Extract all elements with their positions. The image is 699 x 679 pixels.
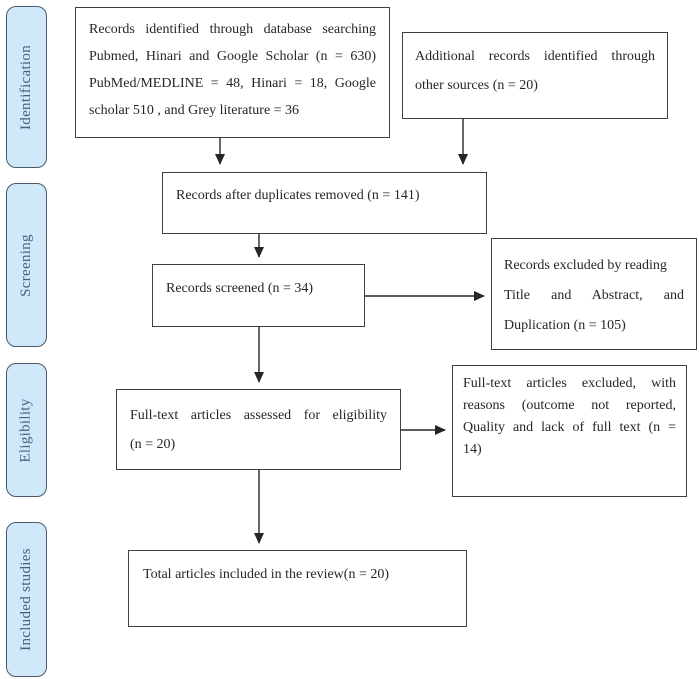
records-excluded-line: Title and Abstract, and — [504, 288, 684, 303]
stage-eligibility: Eligibility — [6, 363, 47, 497]
stage-included-studies: Included studies — [6, 522, 47, 677]
fulltext-assessed-line: (n = 20) — [130, 437, 176, 452]
box-additional-records: Additional records identified through ot… — [402, 32, 668, 119]
fulltext-excluded-line: Quality and lack of full text (n = — [463, 420, 676, 435]
box-fulltext-excluded: Full-text articles excluded, with reason… — [452, 365, 687, 497]
stage-screening: Screening — [6, 183, 47, 347]
records-identified-line: scholar 510 , and Grey literature = 36 — [89, 103, 300, 118]
records-excluded-line: Records excluded by reading — [504, 258, 667, 273]
records-excluded-line: Duplication (n = 105) — [504, 318, 626, 333]
stage-screening-label: Screening — [18, 233, 34, 297]
records-identified-line: PubMed/MEDLINE = 48, Hinari = 18, Google — [89, 76, 376, 91]
box-total-included: Total articles included in the review(n … — [128, 550, 467, 627]
records-screened-text: Records screened (n = 34) — [166, 281, 314, 296]
stage-eligibility-label: Eligibility — [18, 397, 35, 463]
fulltext-excluded-line: 14) — [463, 442, 482, 457]
fulltext-assessed-line: Full-text articles assessed for eligibil… — [130, 408, 387, 423]
box-records-excluded: Records excluded by reading Title and Ab… — [491, 238, 697, 350]
stage-identification-label: Identification — [18, 44, 35, 130]
box-records-identified: Records identified through database sear… — [75, 7, 390, 138]
fulltext-excluded-line: Full-text articles excluded, with — [463, 376, 676, 391]
stage-identification: Identification — [6, 6, 47, 168]
box-fulltext-assessed: Full-text articles assessed for eligibil… — [116, 389, 401, 470]
records-identified-line: Pubmed, Hinari and Google Scholar (n = 6… — [89, 49, 376, 64]
fulltext-excluded-line: reasons (outcome not reported, — [463, 398, 676, 413]
additional-records-line: other sources (n = 20) — [415, 78, 538, 93]
stage-included-studies-label: Included studies — [18, 548, 35, 651]
records-identified-line: Records identified through database sear… — [89, 22, 376, 37]
additional-records-line: Additional records identified through — [415, 49, 655, 64]
total-included-text: Total articles included in the review(n … — [143, 567, 389, 582]
duplicates-removed-text: Records after duplicates removed (n = 14… — [176, 188, 420, 203]
box-records-screened: Records screened (n = 34) — [152, 264, 365, 327]
box-duplicates-removed: Records after duplicates removed (n = 14… — [162, 172, 487, 234]
